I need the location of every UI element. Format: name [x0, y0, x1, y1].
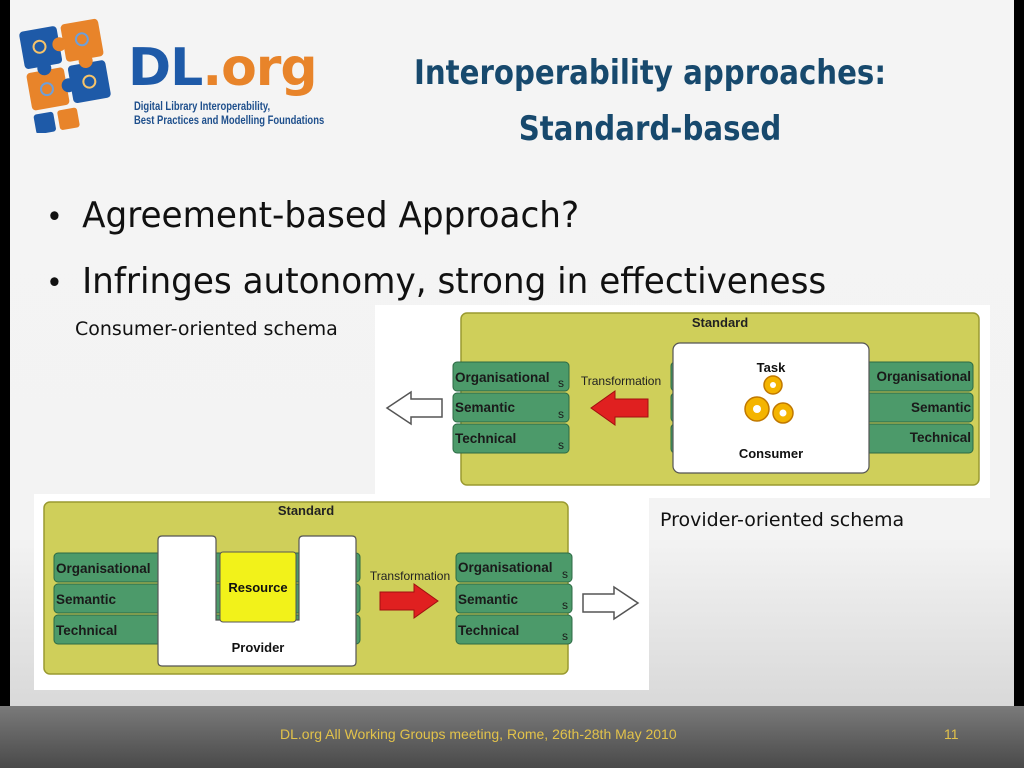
white-arrow-left-icon — [582, 585, 640, 621]
layer-label: Organisational — [876, 369, 971, 384]
bullet-text: Infringes autonomy, strong in effectiven… — [82, 261, 827, 302]
logo-wordmark: DL.org — [128, 38, 318, 98]
layer-label: Technical — [458, 623, 519, 638]
layer-label: Semantic — [56, 592, 117, 607]
gears-icon — [744, 375, 794, 424]
layer-technical-left — [452, 423, 570, 454]
task-label: Task — [757, 360, 786, 375]
provider-label: Provider — [232, 640, 285, 655]
footer-text: DL.org All Working Groups meeting, Rome,… — [280, 726, 677, 742]
resource-box — [219, 551, 297, 623]
standard-label: Standard — [278, 503, 334, 518]
provider-box — [157, 535, 357, 667]
layer-suffix: s — [558, 407, 564, 421]
footer-bar — [0, 706, 1024, 768]
provider-diagram-svg: Standard Organisational Semantic Technic… — [43, 501, 640, 675]
logo-tagline-line-2: Best Practices and Modelling Foundations — [134, 115, 325, 127]
consumer-diagram: Standard Organisational Semantic Technic… — [375, 305, 990, 498]
consumer-diagram-svg: Standard Organisational Semantic Technic… — [385, 312, 980, 486]
layer-label: Organisational — [458, 560, 553, 575]
bullet-list: • Agreement-based Approach? • Infringes au… — [46, 184, 867, 316]
red-arrow-right-icon — [379, 583, 439, 619]
puzzle-logo-icon — [19, 18, 111, 133]
layer-label: Organisational — [56, 561, 151, 576]
layer-semantic-right — [455, 583, 573, 614]
bullet-item: • Infringes autonomy, strong in effective… — [46, 250, 826, 316]
layer-semantic-left — [452, 392, 570, 423]
layer-organisational-left — [452, 361, 570, 392]
layer-label: Semantic — [458, 592, 519, 607]
red-arrow-left-icon — [590, 390, 649, 426]
standard-label: Standard — [692, 315, 748, 330]
logo-tagline: Digital Library Interoperability, Best P… — [134, 100, 324, 128]
layer-suffix: s — [558, 438, 564, 452]
consumer-schema-label: Consumer-oriented schema — [75, 318, 338, 340]
bullet-text: Agreement-based Approach? — [82, 195, 580, 236]
bullet-dot: • — [46, 200, 63, 235]
layer-suffix: s — [562, 629, 568, 643]
transformation-label: Transformation — [581, 374, 661, 388]
layer-label: Semantic — [911, 400, 972, 415]
consumer-label: Consumer — [739, 446, 803, 461]
layer-label: Semantic — [455, 400, 516, 415]
slide-title: Interoperability approaches: Standard-ba… — [401, 45, 900, 157]
transformation-label: Transformation — [370, 569, 450, 583]
bullet-dot: • — [46, 266, 63, 301]
bullet-item: • Agreement-based Approach? — [46, 184, 826, 250]
page-number: 11 — [944, 726, 959, 742]
logo-tagline-line-1: Digital Library Interoperability, — [134, 101, 271, 113]
layer-suffix: s — [558, 376, 564, 390]
layer-label: Organisational — [455, 370, 550, 385]
consumer-box — [672, 342, 870, 474]
layer-organisational-right — [455, 552, 573, 583]
layer-label: Technical — [910, 430, 971, 445]
layer-suffix: s — [562, 567, 568, 581]
title-line-2: Standard-based — [518, 109, 782, 149]
dl-org-logo: DL.org Digital Library Interoperability,… — [12, 8, 342, 138]
provider-schema-label: Provider-oriented schema — [660, 509, 905, 531]
resource-label: Resource — [228, 580, 287, 595]
title-line-1: Interoperability approaches: — [413, 53, 887, 93]
layer-label: Technical — [455, 431, 516, 446]
layer-label: Technical — [56, 623, 117, 638]
white-arrow-left-icon — [385, 390, 443, 426]
layer-technical-right — [455, 614, 573, 645]
layer-suffix: s — [562, 598, 568, 612]
provider-diagram: Standard Organisational Semantic Technic… — [34, 494, 649, 690]
